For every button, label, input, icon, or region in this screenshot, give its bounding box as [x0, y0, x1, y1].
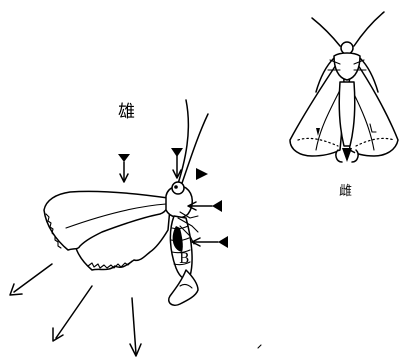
male-scent-brush	[169, 270, 198, 305]
female-antenna-left	[312, 18, 340, 46]
stray-tick	[258, 345, 261, 348]
female-abdomen-tip	[342, 148, 352, 162]
arrow-out-3	[132, 298, 136, 354]
marker-triangle-head	[196, 168, 208, 180]
female-right-wing	[349, 62, 399, 156]
male-moth-illustration	[44, 100, 208, 305]
female-moth-illustration	[290, 12, 398, 162]
male-head	[172, 182, 184, 194]
arrow-down-wing	[118, 154, 130, 162]
marker-triangle-body-2	[218, 236, 228, 248]
arrow-out-1-tip	[10, 284, 22, 295]
marker-b-label: B	[179, 251, 189, 267]
marker-triangle-body-1	[212, 200, 222, 212]
arrow-out-2	[56, 286, 92, 338]
female-abdomen	[339, 82, 355, 146]
female-antenna-right	[354, 12, 384, 46]
male-eye	[174, 185, 178, 189]
arrow-out-1	[14, 264, 52, 292]
male-label: 雄	[118, 102, 135, 122]
female-label: 雌	[339, 183, 352, 199]
female-left-wing	[290, 62, 344, 156]
female-head	[341, 42, 353, 54]
